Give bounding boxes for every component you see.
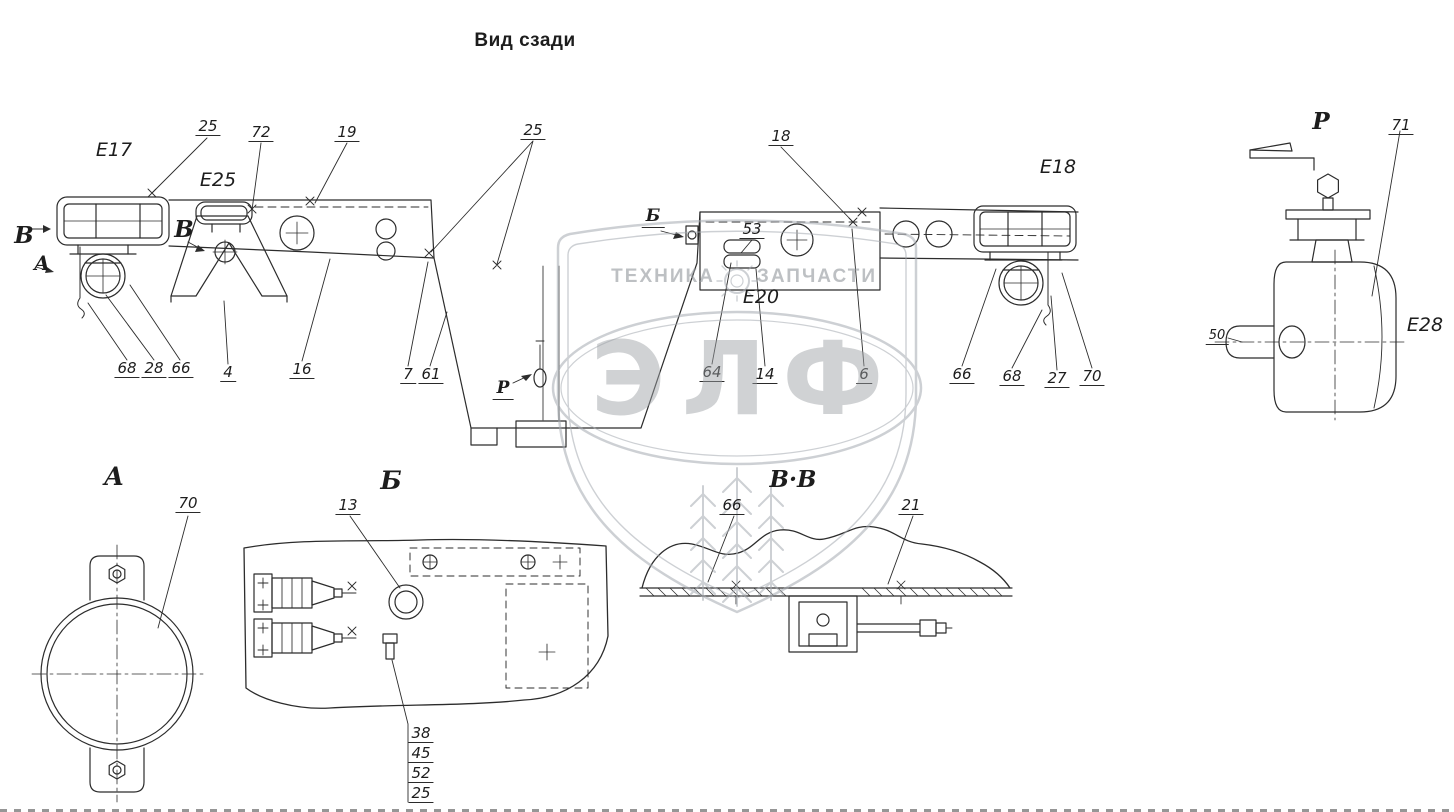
section-a-drawing	[31, 515, 205, 803]
callout-25-left: 25	[195, 117, 221, 137]
callout-25-stack: 25	[408, 784, 434, 804]
callout-61: 61	[418, 365, 444, 385]
main-view-drawing	[56, 196, 1079, 448]
callout-66-right: 66	[949, 365, 975, 385]
callout-68-right: 68	[999, 367, 1025, 387]
arrowheads	[43, 225, 684, 381]
section-vv-drawing	[639, 515, 1013, 653]
section-b-title: Б	[380, 466, 402, 495]
callout-53: 53	[739, 220, 765, 240]
watermark-emblem	[551, 219, 923, 614]
watermark-brand-text: ЭЛФ	[590, 320, 900, 439]
view-mark-p-arrow: Р	[492, 378, 514, 400]
section-a-title: А	[103, 462, 125, 491]
callout-16: 16	[289, 360, 315, 380]
callout-18: 18	[768, 127, 794, 147]
callout-72: 72	[248, 123, 274, 143]
detail-p-view-mark: Р	[1312, 108, 1330, 135]
callout-25-mid: 25	[520, 121, 546, 141]
unit-label-e17: E17	[95, 139, 133, 161]
callout-70: 70	[1079, 367, 1105, 387]
section-b-drawing	[243, 515, 609, 803]
view-mark-a-edge: А	[33, 251, 51, 275]
callout-45: 45	[408, 744, 434, 764]
view-mark-b-edge: В	[14, 222, 34, 249]
callout-19: 19	[334, 123, 360, 143]
view-mark-b-cut: Б	[641, 206, 665, 228]
callout-7: 7	[400, 365, 416, 385]
callout-21: 21	[898, 496, 924, 516]
unit-label-e25: E25	[199, 169, 237, 191]
section-vv-title: В·В	[769, 466, 817, 493]
callout-71: 71	[1388, 116, 1414, 136]
unit-label-e28: E28	[1406, 314, 1444, 336]
callout-66-left: 66	[168, 359, 194, 379]
callout-64: 64	[699, 363, 725, 383]
callout-52: 52	[408, 764, 434, 784]
callout-66-section-vv: 66	[719, 496, 745, 516]
callout-28: 28	[141, 359, 167, 379]
callout-4: 4	[220, 363, 236, 383]
callout-68-left: 68	[114, 359, 140, 379]
watermark-left-text: ТЕХНИКА	[611, 266, 715, 287]
watermark-right-text: ЗАПЧАСТИ	[756, 266, 878, 287]
callout-6: 6	[856, 365, 872, 385]
view-mark-b-inner: В	[174, 216, 194, 243]
callout-14: 14	[752, 365, 778, 385]
callout-27: 27	[1044, 369, 1070, 389]
callout-70-section-a: 70	[175, 494, 201, 514]
detail-p-drawing	[1214, 130, 1406, 421]
page-title: Вид сзади	[474, 30, 576, 51]
callout-50: 50	[1205, 328, 1229, 345]
leader-lines	[31, 137, 1093, 384]
callout-13: 13	[335, 496, 361, 516]
unit-label-e20: E20	[742, 286, 780, 308]
unit-label-e18: E18	[1039, 156, 1077, 178]
callout-38: 38	[408, 724, 434, 744]
page-bottom-edge	[0, 809, 1454, 812]
